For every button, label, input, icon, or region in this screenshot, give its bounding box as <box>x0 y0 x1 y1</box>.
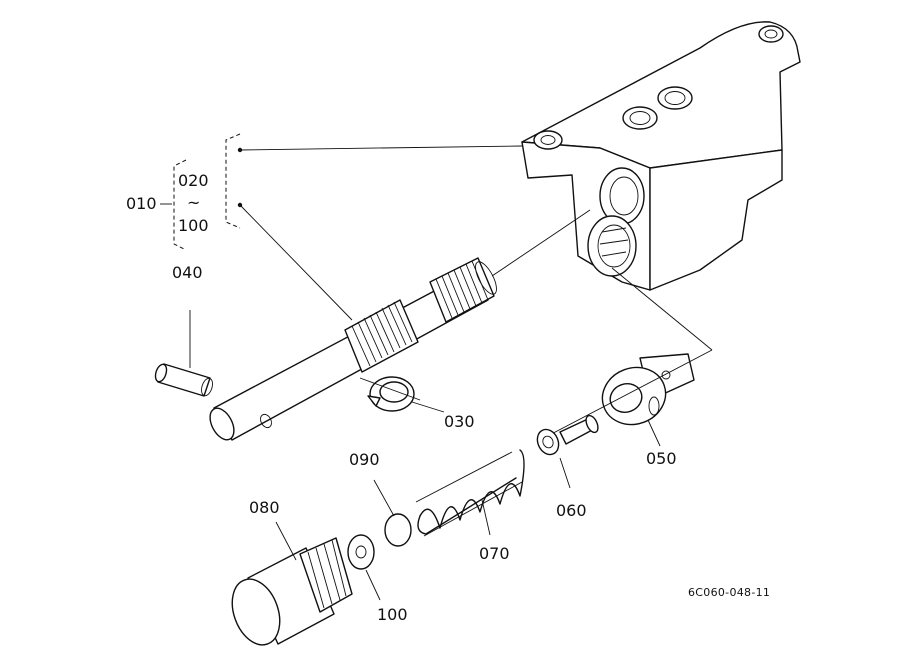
group-bracket <box>160 133 523 321</box>
label-090: 090 <box>349 450 380 469</box>
washer <box>347 534 381 601</box>
shim <box>373 479 412 547</box>
label-030: 030 <box>444 412 475 431</box>
poppet <box>536 414 599 489</box>
group-label-010: 010 <box>126 194 157 213</box>
label-040: 040 <box>172 263 203 282</box>
valve-body-housing <box>521 21 801 291</box>
label-100: 100 <box>377 605 408 624</box>
figure-reference-code: 6C060-048-11 <box>688 586 771 599</box>
group-range-start: 020 <box>178 171 209 190</box>
label-080: 080 <box>249 498 280 517</box>
group-range-separator: ~ <box>187 193 201 212</box>
label-070: 070 <box>479 544 510 563</box>
coil-spring <box>415 449 525 537</box>
plug <box>231 521 353 646</box>
label-050: 050 <box>646 449 677 468</box>
label-060: 060 <box>556 501 587 520</box>
group-range-end: 100 <box>178 216 209 235</box>
snap-ring <box>359 376 445 413</box>
spool-shaft <box>209 209 591 441</box>
sleeve <box>539 267 713 447</box>
roll-pin <box>154 310 213 397</box>
